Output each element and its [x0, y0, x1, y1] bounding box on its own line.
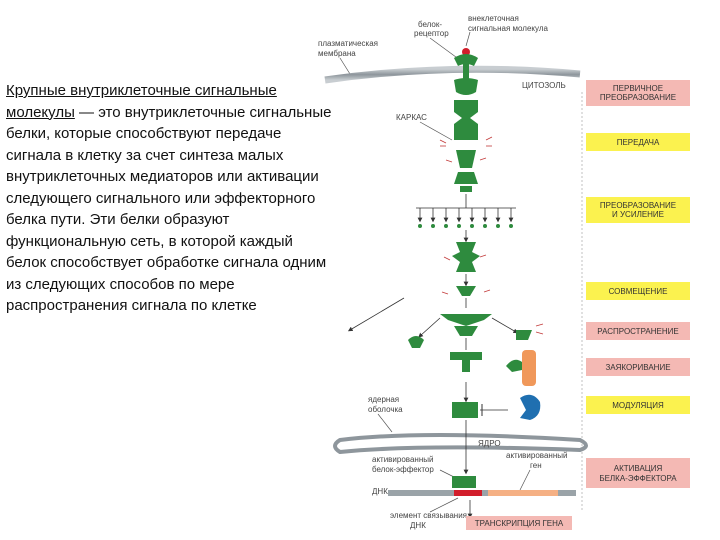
scaffold-protein [454, 100, 478, 140]
svg-text:ДНК: ДНК [410, 521, 426, 530]
process-box-primary: ПЕРВИЧНОЕ ПРЕОБРАЗОВАНИЕ [586, 80, 690, 106]
svg-text:белок-эффектор: белок-эффектор [372, 465, 434, 474]
distribution-protein [440, 314, 492, 326]
modulator-protein [520, 394, 541, 420]
cytosol-label: ЦИТОЗОЛЬ [522, 81, 566, 90]
plasma-membrane-label: плазматическая [318, 39, 378, 48]
activated-effector-label: активированный [372, 455, 433, 464]
amplification-arrows [416, 194, 516, 223]
definition-start: — это внутриклеточные [74, 103, 246, 121]
svg-text:И УСИЛЕНИЕ: И УСИЛЕНИЕ [612, 210, 664, 219]
svg-text:КАРКАС: КАРКАС [396, 113, 427, 122]
process-box-amplify: ПРЕОБРАЗОВАНИЕ И УСИЛЕНИЕ [586, 197, 690, 223]
process-box-modulate: МОДУЛЯЦИЯ [586, 396, 690, 414]
svg-text:РАСПРОСТРАНЕНИЕ: РАСПРОСТРАНЕНИЕ [597, 327, 678, 336]
modulated-protein [452, 402, 478, 418]
term-line-2: молекулы [6, 103, 75, 121]
svg-text:сигнальная молекула: сигнальная молекула [468, 24, 548, 33]
process-box-distribute: РАСПРОСТРАНЕНИЕ [586, 322, 690, 340]
receptor-label: белок- [418, 20, 442, 29]
activated-gene-label: активированный [506, 451, 567, 460]
term-line-1: Крупные внутриклеточные сигнальные [6, 82, 277, 99]
svg-text:ПЕРЕДАЧА: ПЕРЕДАЧА [617, 138, 660, 147]
signal-molecule [462, 48, 470, 56]
svg-text:АКТИВАЦИЯ: АКТИВАЦИЯ [614, 464, 663, 473]
svg-text:ПРЕОБРАЗОВАНИЕ: ПРЕОБРАЗОВАНИЕ [600, 93, 676, 102]
process-box-effector: АКТИВАЦИЯ БЕЛКА-ЭФФЕКТОРА [586, 458, 690, 488]
definition-body: сигнальные белки, которые способствуют п… [6, 103, 332, 315]
process-box-transcription: ТРАНСКРИПЦИЯ ГЕНА [466, 516, 572, 530]
activated-gene [488, 490, 558, 496]
svg-text:МОДУЛЯЦИЯ: МОДУЛЯЦИЯ [612, 401, 664, 410]
svg-text:оболочка: оболочка [368, 405, 403, 414]
receptor-protein [454, 54, 478, 66]
dna-label: ДНК [372, 487, 388, 496]
nuclear-envelope-label: ядерная [368, 395, 399, 404]
process-box-relay: ПЕРЕДАЧА [586, 133, 690, 151]
extracellular-molecule-label: внеклеточная [468, 14, 519, 23]
plasma-membrane [324, 65, 581, 84]
svg-text:СОВМЕЩЕНИЕ: СОВМЕЩЕНИЕ [609, 287, 668, 296]
svg-text:ген: ген [530, 461, 542, 470]
svg-text:ПЕРВИЧНОЕ: ПЕРВИЧНОЕ [613, 84, 663, 93]
svg-text:БЕЛКА-ЭФФЕКТОРА: БЕЛКА-ЭФФЕКТОРА [599, 474, 677, 483]
activation-sparks [439, 136, 544, 335]
binding-element-label: элемент связывания [390, 511, 467, 520]
anchor-protein [522, 350, 536, 386]
relay-protein [452, 242, 480, 272]
process-box-anchor: ЗАЯКОРИВАНИЕ [586, 358, 690, 376]
svg-text:рецептор: рецептор [414, 29, 449, 38]
nucleus-label: ЯДРО [478, 439, 501, 448]
svg-text:мембрана: мембрана [318, 49, 356, 58]
svg-text:ЗАЯКОРИВАНИЕ: ЗАЯКОРИВАНИЕ [605, 363, 670, 372]
nuclear-envelope [333, 433, 588, 455]
svg-text:ТРАНСКРИПЦИЯ ГЕНА: ТРАНСКРИПЦИЯ ГЕНА [475, 519, 564, 528]
svg-text:ПРЕОБРАЗОВАНИЕ: ПРЕОБРАЗОВАНИЕ [600, 201, 676, 210]
anchored-protein [450, 352, 482, 372]
description-paragraph: Крупные внутриклеточные сигнальные молек… [6, 80, 336, 317]
process-box-integrate: СОВМЕЩЕНИЕ [586, 282, 690, 300]
